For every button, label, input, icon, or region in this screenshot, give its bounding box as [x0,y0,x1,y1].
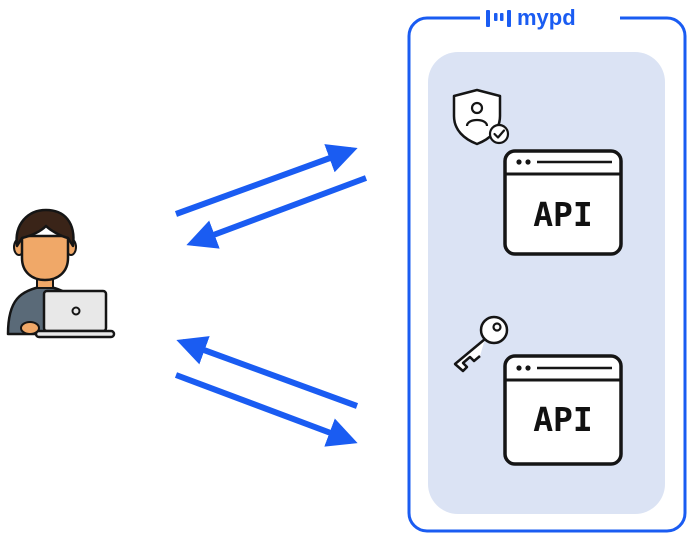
laptop-logo [71,306,81,316]
brand-name: mypd [517,5,576,30]
window-dot [525,365,531,371]
api-window-top: API [503,149,623,256]
arrow-request-top [174,144,358,217]
connection-arrows [174,144,368,447]
arrow-request-bottom [174,372,358,447]
api-window-bottom: API [503,354,623,466]
mypd-brand: mypd [486,5,576,30]
window-dot [516,365,522,371]
user-with-laptop-icon [6,208,116,339]
shield-user-check-icon [452,88,510,146]
arrow-response-top [186,175,368,249]
window-dot [516,159,522,165]
api-label: API [533,400,593,439]
arrow-response-bottom [176,336,359,409]
api-label: API [533,195,593,234]
window-dot [525,159,531,165]
mypd-logo-icon [486,10,511,27]
key-icon [453,315,509,373]
